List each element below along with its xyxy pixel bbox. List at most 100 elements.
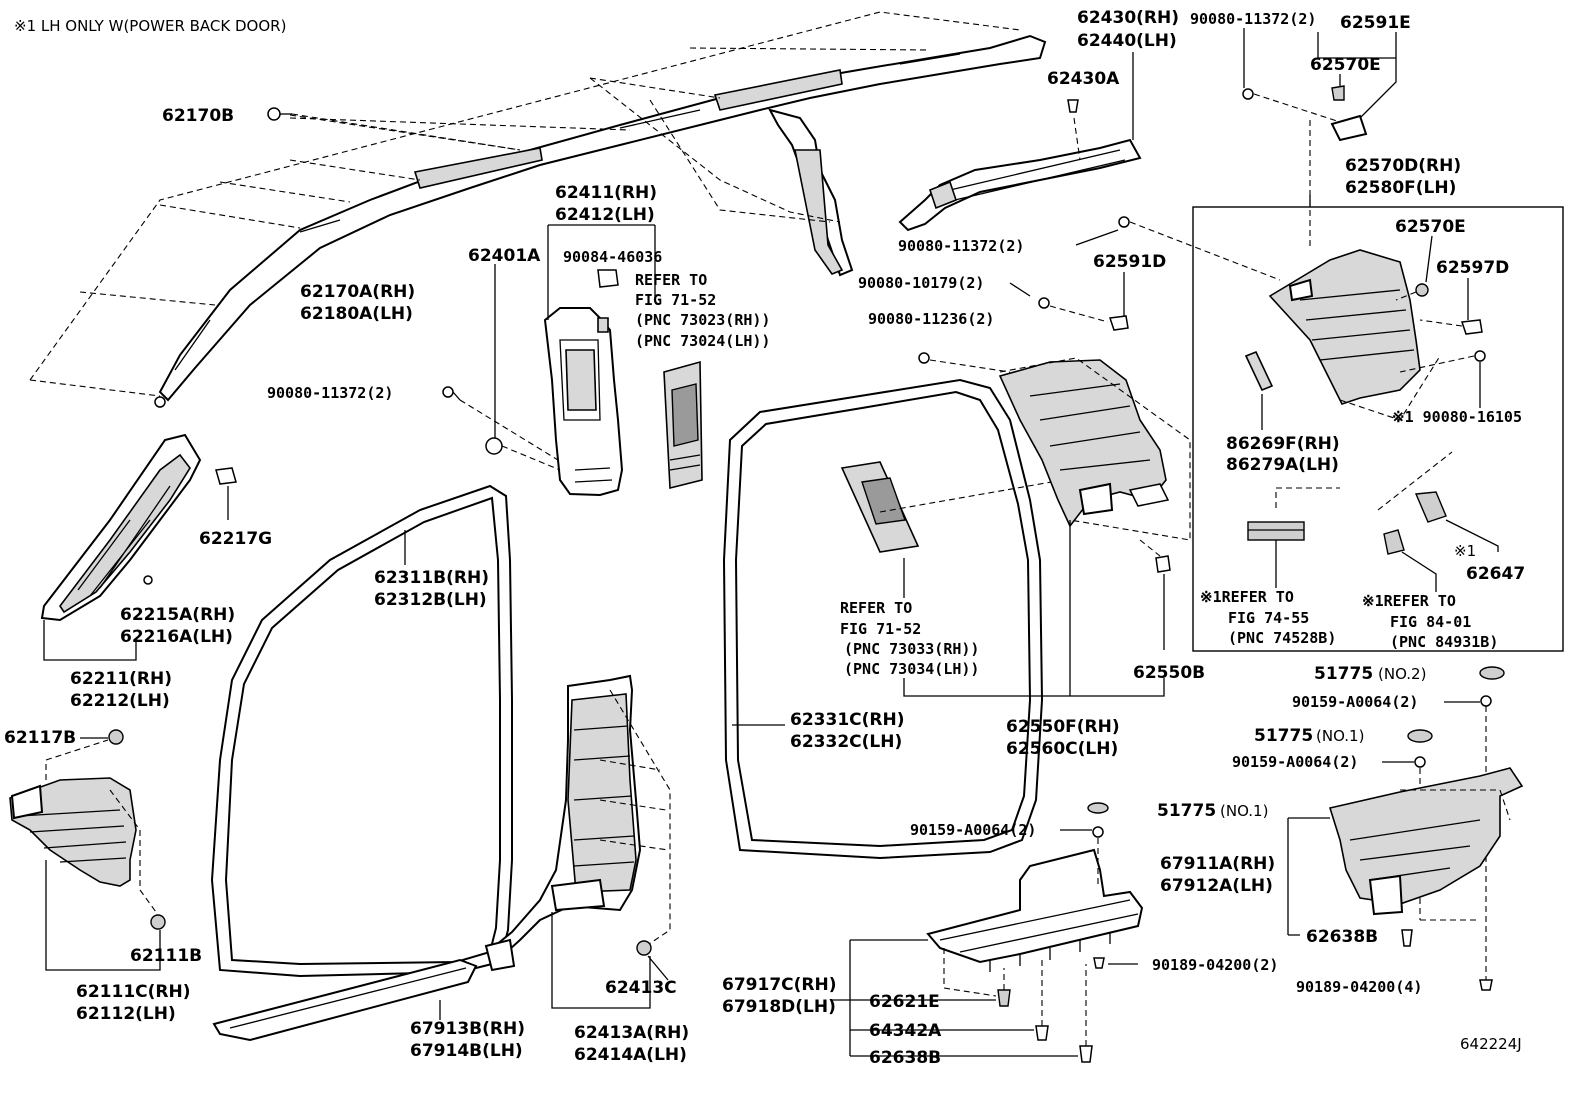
label-62111C: 62111C(RH) [76,982,190,1002]
label-62570D: 62570D(RH) [1345,156,1461,176]
label-62212: 62212(LH) [70,691,170,711]
clip-62550B [1139,539,1171,573]
part-86269F [1244,350,1274,430]
c-pillar-dashed [999,357,1191,541]
seatbelt-cover-rear [840,461,1121,553]
clip-62401A [485,437,561,471]
label-refer-74-55-1: ※1REFER TO [1200,588,1294,606]
screw-90080-11372-mid [1075,216,1281,281]
bracket-62591E [1317,32,1397,142]
clip-62638B-bottom [1079,964,1093,1063]
clip-62591D [1108,272,1129,331]
label-62638B-right: 62638B [1306,927,1378,947]
label-62560C: 62560C(LH) [1006,739,1118,759]
label-62215A: 62215A(RH) [120,605,235,625]
screw-90189-2 [1093,957,1138,969]
clip-62117B [80,729,124,745]
label-62332C: 62332C(LH) [790,732,902,752]
label-refer-71-52b-4: (PNC 73034(LH)) [844,660,979,678]
label-62211: 62211(RH) [70,669,172,689]
scuff-dashed [943,948,997,997]
label-62591E: 62591E [1340,13,1411,33]
label-86279A: 86279A(LH) [1226,455,1339,475]
label-62412: 62412(LH) [555,205,655,225]
bracket-62211 [43,620,137,661]
bracket-67917C [830,939,1078,1057]
label-refer-71-52b-2: FIG 71-52 [840,620,921,638]
label-90189-4: 90189-04200(4) [1296,978,1422,996]
labels: 62430(RH) 62440(LH) 90080-11372(2) 62591… [4,8,1525,1068]
label-62570E-box: 62570E [1395,217,1466,237]
screw-90080-11372-left [442,386,559,461]
label-62170A: 62170A(RH) [300,282,415,302]
label-62647: 62647 [1466,564,1525,584]
latch-62647 [1377,451,1499,552]
label-90159-a: 90159-A0064(2) [1292,693,1418,711]
label-67917C: 67917C(RH) [722,975,836,995]
label-62621E: 62621E [869,992,940,1012]
screw-90159-a [1444,695,1492,980]
label-51775-no1a-suffix: (NO.1) [1316,727,1364,745]
header-note: ※1 LH ONLY W(POWER BACK DOOR) [14,17,286,35]
plug-51775-no2 [1479,666,1505,680]
front-door-weatherstrip-62311B [210,484,513,978]
label-62550B: 62550B [1133,663,1205,683]
label-51775-no1b: 51775 [1157,801,1216,821]
label-refer-71-52a-1: REFER TO [635,271,707,289]
clip-64342A [1035,960,1049,1041]
c-pillar-62550F [998,359,1170,528]
label-62580F: 62580F(LH) [1345,178,1456,198]
label-62216A: 62216A(LH) [120,627,233,647]
deck-trim-dashed [1400,789,1511,921]
label-90189-2: 90189-04200(2) [1152,956,1278,974]
label-90080-11372-top: 90080-11372(2) [1190,10,1316,28]
label-67918D: 67918D(LH) [722,997,836,1017]
label-62550F: 62550F(RH) [1006,717,1120,737]
clip-62621E [997,968,1011,1007]
rear-door-weatherstrip-62331C [722,378,1044,860]
b-pillar-lower-62413A [484,674,642,972]
label-62411: 62411(RH) [555,183,657,203]
label-refer-71-52b-3: (PNC 73033(RH)) [844,640,979,658]
label-86269F: 86269F(RH) [1226,434,1340,454]
label-62111B: 62111B [130,946,202,966]
clip-90084-46036 [597,269,619,288]
label-62638B-bottom: 62638B [869,1048,941,1068]
label-90080-11236: 90080-11236(2) [868,310,994,328]
figure-id: 642224J [1460,1035,1522,1053]
label-62180A: 62180A(LH) [300,304,413,324]
label-62413A: 62413A(RH) [574,1023,689,1043]
label-67914B: 67914B(LH) [410,1041,523,1061]
seatbelt-cover [663,360,703,490]
roof-side-garnish-62430 [898,138,1142,232]
box-62570D [1192,206,1564,652]
label-67911A: 67911A(RH) [1160,854,1275,874]
label-51775-no1a: 51775 [1254,726,1313,746]
label-refer-84-01-3: (PNC 84931B) [1390,633,1498,651]
kick-panel-dashed [45,739,157,913]
kick-panel-62111C [9,777,137,887]
clip-62638B-right [1401,929,1413,947]
label-64342A: 64342A [869,1021,942,1041]
label-62597D: 62597D [1436,258,1509,278]
curtain-airbag-62170A [154,34,1047,408]
label-62170B: 62170B [162,106,234,126]
label-62440LH: 62440(LH) [1077,31,1177,51]
clip-62430A [1067,99,1081,161]
clip-62170B [267,107,521,151]
label-62414A: 62414A(LH) [574,1045,687,1065]
back-door-garnish-62570D [1268,249,1421,405]
label-62112: 62112(LH) [76,1004,176,1024]
b-pillar-upper-62411 [543,307,624,497]
bracket-62111C [45,860,161,971]
label-refer-74-55-2: FIG 74-55 [1228,609,1309,627]
label-90080-10179: 90080-10179(2) [858,274,984,292]
label-51775-no1b-suffix: (NO.1) [1220,802,1268,820]
label-refer-84-01-2: FIG 84-01 [1390,613,1471,631]
screw-90080-16105 [1399,350,1486,408]
label-90080-11372-mid: 90080-11372(2) [898,237,1024,255]
label-67913B: 67913B(RH) [410,1019,525,1039]
label-62591D: 62591D [1093,252,1166,272]
label-90080-16105: ※1 90080-16105 [1392,408,1522,426]
screw-90080-11236 [918,352,1011,373]
